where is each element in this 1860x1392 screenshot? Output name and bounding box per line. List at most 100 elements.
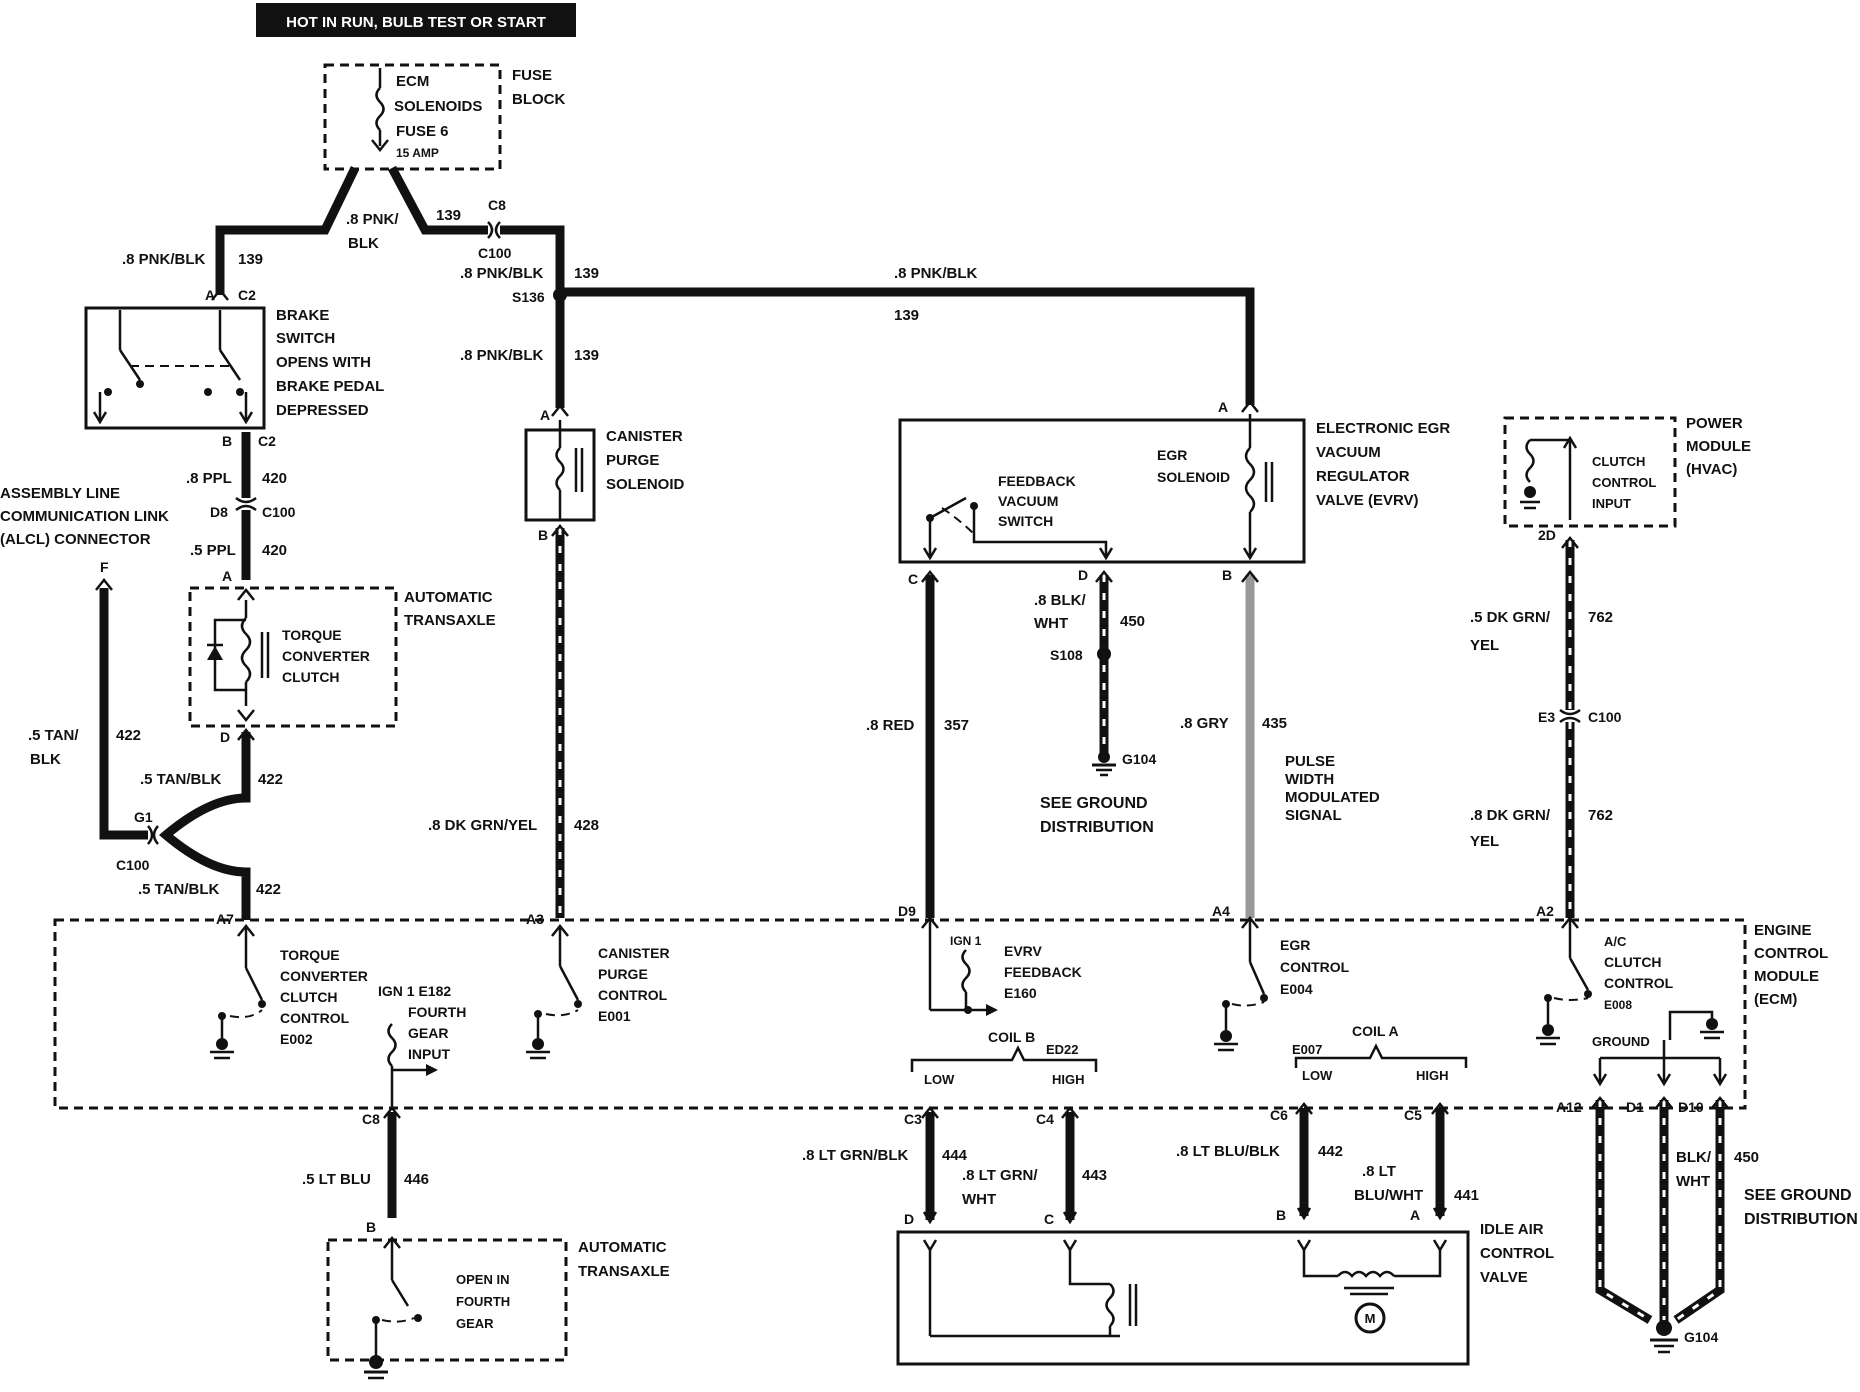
diagram-label: 762 xyxy=(1588,807,1613,824)
diagram-label: CONTROL xyxy=(1592,475,1656,490)
diagram-label: .5 TAN/ xyxy=(28,727,79,744)
diagram-label: .8 LT BLU/BLK xyxy=(1176,1143,1280,1160)
wire-ground-d10 xyxy=(1673,1100,1725,1324)
diagram-label: D10 xyxy=(1678,1099,1704,1115)
diagram-label: GEAR xyxy=(456,1316,494,1331)
diagram-label: A12 xyxy=(1556,1099,1582,1115)
diagram-label: CONTROL xyxy=(598,987,668,1003)
diagram-label: GEAR xyxy=(408,1025,448,1041)
diagram-label: C4 xyxy=(1036,1111,1054,1127)
diagram-label: EVRV xyxy=(1004,943,1043,959)
diagram-label: CLUTCH xyxy=(1592,454,1645,469)
diagram-label: 420 xyxy=(262,470,287,487)
diagram-label: (HVAC) xyxy=(1686,461,1737,478)
diagram-label: B xyxy=(1276,1207,1286,1223)
diagram-label: C100 xyxy=(1588,709,1622,725)
diagram-label: G1 xyxy=(134,809,153,825)
diagram-label: 441 xyxy=(1454,1187,1479,1204)
diagram-label: 422 xyxy=(258,771,283,788)
wire-422-tcc xyxy=(159,732,251,920)
diagram-label: YEL xyxy=(1470,637,1499,654)
diagram-label: .8 BLK/ xyxy=(1034,592,1087,609)
diagram-label: D xyxy=(220,729,230,745)
diagram-label: YEL xyxy=(1470,833,1499,850)
diagram-label: G104 xyxy=(1684,1329,1718,1345)
diagram-label: 139 xyxy=(894,307,919,324)
diagram-label: TORQUE xyxy=(282,627,342,643)
wire-139-left xyxy=(215,166,360,295)
diagram-label: CANISTER xyxy=(598,945,670,961)
diagram-label: MODULATED xyxy=(1285,789,1380,806)
diagram-label: TRANSAXLE xyxy=(404,612,496,629)
diagram-label: VACUUM xyxy=(998,493,1058,509)
diagram-label: INPUT xyxy=(408,1046,450,1062)
diagram-label: E3 xyxy=(1538,709,1555,725)
banner-text: HOT IN RUN, BULB TEST OR START xyxy=(286,14,546,31)
diagram-label: MODULE xyxy=(1754,968,1819,985)
diagram-label: FEEDBACK xyxy=(1004,964,1082,980)
diagram-label: 443 xyxy=(1082,1167,1107,1184)
wire-139-c100 xyxy=(500,225,565,292)
diagram-label: 428 xyxy=(574,817,599,834)
diagram-label: PULSE xyxy=(1285,753,1335,770)
power-module: CLUTCH CONTROL INPUT POWER MODULE (HVAC)… xyxy=(1503,415,1751,543)
diagram-label: E002 xyxy=(280,1031,313,1047)
diagram-label: .8 RED xyxy=(866,717,915,734)
diagram-label: VALVE xyxy=(1480,1269,1528,1286)
diagram-label: CLUTCH xyxy=(280,989,338,1005)
diagram-label: DISTRIBUTION xyxy=(1744,1211,1858,1228)
diagram-label: (ECM) xyxy=(1754,991,1797,1008)
diagram-label: SOLENOID xyxy=(1157,469,1230,485)
diagram-label: CONTROL xyxy=(1754,945,1828,962)
diagram-label: WHT xyxy=(1034,615,1068,632)
diagram-label: .8 PNK/BLK xyxy=(460,347,544,364)
diagram-label: LOW xyxy=(924,1072,955,1087)
diagram-label: ED22 xyxy=(1046,1042,1079,1057)
diagram-label: .8 LT xyxy=(1362,1163,1396,1180)
splice-s108 xyxy=(1097,647,1111,661)
diagram-label: 435 xyxy=(1262,715,1287,732)
diagram-label: IDLE AIR xyxy=(1480,1221,1544,1238)
diagram-label: C xyxy=(1044,1211,1054,1227)
diagram-label: .8 PPL xyxy=(186,470,232,487)
diagram-label: SOLENOID xyxy=(606,476,685,493)
diagram-label: A7 xyxy=(216,911,234,927)
diagram-label: COIL A xyxy=(1352,1023,1399,1039)
diagram-label: BLK/ xyxy=(1676,1149,1712,1166)
wire-139-right xyxy=(388,165,488,235)
evrv-valve: EGR SOLENOID FEEDBACK VACUUM SWITCH A C … xyxy=(898,399,1450,587)
diagram-label: 422 xyxy=(116,727,141,744)
idle-air-control-valve: M D C B A IDLE AIR CONTROL VALVE xyxy=(896,1207,1554,1366)
diagram-label: A xyxy=(1218,399,1228,415)
diagram-label: C6 xyxy=(1270,1107,1288,1123)
diagram-label: BLU/WHT xyxy=(1354,1187,1423,1204)
diagram-label: WHT xyxy=(1676,1173,1710,1190)
diagram-label: .5 PPL xyxy=(190,542,236,559)
diagram-label: D xyxy=(1078,567,1088,583)
diagram-label: B xyxy=(1222,567,1232,583)
diagram-label: C2 xyxy=(258,433,276,449)
diagram-label: 762 xyxy=(1588,609,1613,626)
diagram-label: CONTROL xyxy=(280,1010,350,1026)
diagram-label: PURGE xyxy=(606,452,659,469)
diagram-label: .8 PNK/BLK xyxy=(460,265,544,282)
diagram-label: EGR xyxy=(1280,937,1310,953)
diagram-label: E008 xyxy=(1604,998,1632,1012)
diagram-label: PURGE xyxy=(598,966,648,982)
diagram-label: CONVERTER xyxy=(282,648,370,664)
diagram-label: BRAKE xyxy=(276,307,329,324)
ground-g104-bottom: G104 xyxy=(1650,1320,1718,1354)
diagram-label: D1 xyxy=(1626,1099,1644,1115)
fuse-block-label-2: BLOCK xyxy=(512,91,565,108)
diagram-label: WIDTH xyxy=(1285,771,1334,788)
diagram-label: A3 xyxy=(526,911,544,927)
diagram-label: HIGH xyxy=(1052,1072,1085,1087)
diagram-label: ELECTRONIC EGR xyxy=(1316,420,1450,437)
diagram-label: 442 xyxy=(1318,1143,1343,1160)
diagram-label: ENGINE xyxy=(1754,922,1812,939)
diagram-label: F xyxy=(100,559,109,575)
diagram-label: 450 xyxy=(1120,613,1145,630)
wire-139-long xyxy=(560,287,1255,405)
diagram-label: REGULATOR xyxy=(1316,468,1410,485)
fuse-block: ECM SOLENOIDS FUSE 6 15 AMP FUSE BLOCK xyxy=(323,63,565,171)
